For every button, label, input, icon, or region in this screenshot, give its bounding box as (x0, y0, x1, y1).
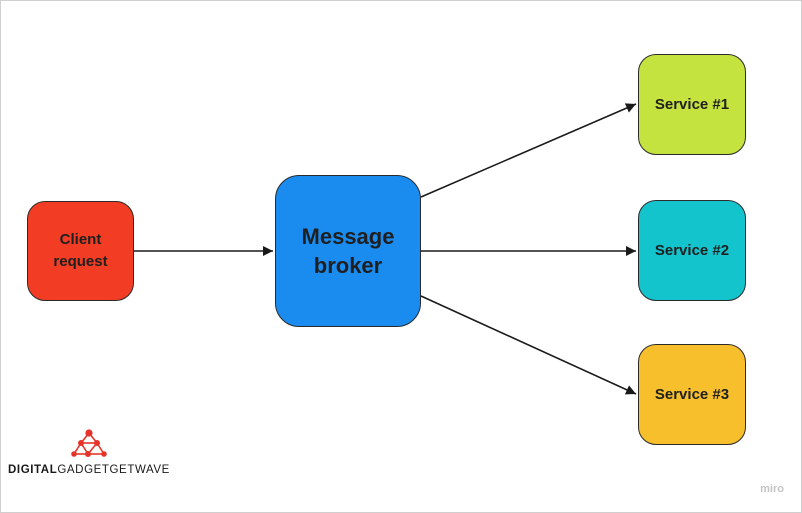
brand-name: DIGITALGADGETGETWAVE (8, 464, 170, 476)
service-1-label: Service #1 (654, 95, 730, 113)
network-molecule-logo-icon (71, 429, 107, 457)
service-3-label: Service #3 (654, 385, 730, 403)
message-broker-label-line1: Message (301, 224, 395, 249)
brand-name-bold: DIGITAL (8, 464, 58, 476)
client-request-node[interactable]: Client request (27, 201, 134, 301)
service-2-label: Service #2 (654, 241, 730, 259)
client-request-label-line1: Client (59, 231, 102, 248)
service-1-node[interactable]: Service #1 (638, 54, 746, 155)
message-broker-label-line2: broker (313, 253, 383, 278)
arrow-broker-to-service-1 (420, 103, 637, 198)
service-3-node[interactable]: Service #3 (638, 344, 746, 445)
arrow-broker-to-service-3 (420, 295, 637, 395)
miro-watermark: miro (760, 483, 784, 495)
service-2-node[interactable]: Service #2 (638, 200, 746, 301)
message-broker-node[interactable]: Message broker (275, 175, 421, 327)
brand-name-light: GADGETGETWAVE (57, 464, 170, 476)
client-request-label-line2: request (53, 253, 108, 270)
brand-watermark: DIGITALGADGETGETWAVE (8, 428, 170, 480)
